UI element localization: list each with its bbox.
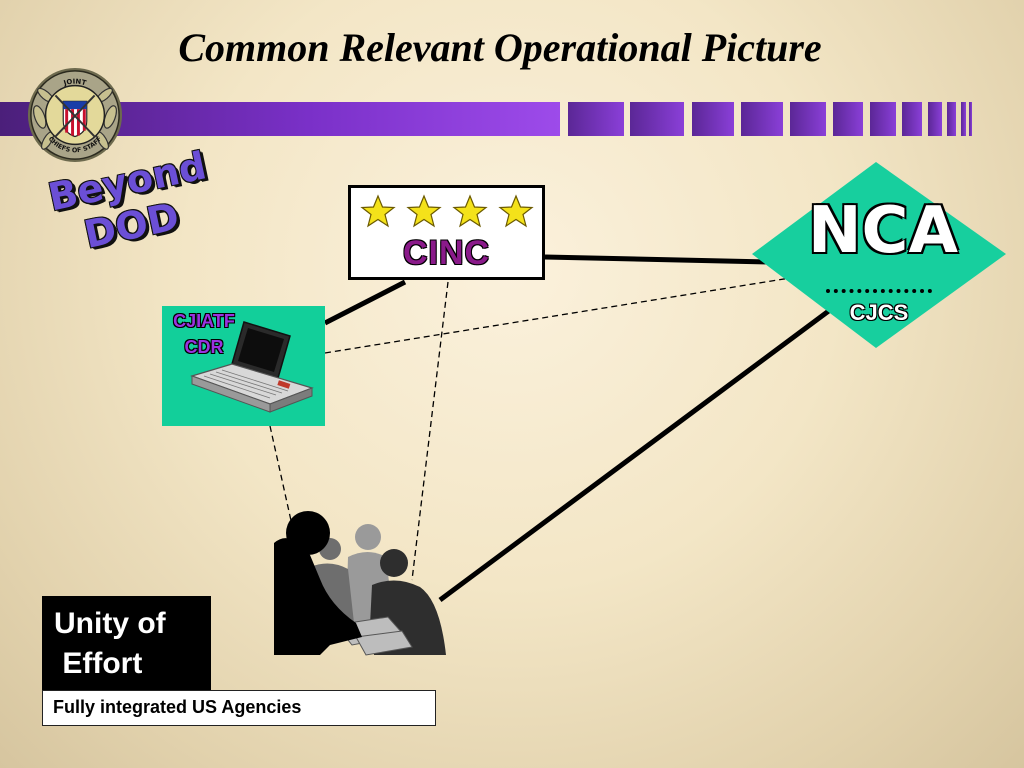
dashed-link-cjiatf-people: [269, 425, 293, 526]
unity-of-effort-box: Unity of Effort: [42, 596, 211, 690]
people-silhouette-icon: [274, 511, 446, 656]
link-nca-people: [438, 307, 832, 603]
header-band-block: [692, 102, 734, 136]
header-band-block: [870, 102, 896, 136]
laptop-icon: [190, 321, 314, 413]
header-band-block: [568, 102, 624, 136]
header-band-block: [833, 102, 863, 136]
header-band-block: [961, 102, 966, 136]
cjiatf-cdr-node: CJIATF CDR: [162, 306, 325, 426]
svg-text:JOINT: JOINT: [62, 78, 88, 88]
slide-title: Common Relevant Operational Picture: [178, 25, 822, 70]
nca-label: NCA: [807, 194, 959, 268]
nca-diamond-shape: [752, 162, 1006, 348]
cjiatf-label: CJIATF CDR: [173, 311, 235, 357]
nca-divider: [826, 289, 932, 293]
header-band-block: [902, 102, 922, 136]
link-cinc-cjiatf: [323, 279, 407, 326]
fully-integrated-caption: Fully integrated US Agencies: [42, 690, 436, 726]
dashed-link-cjiatf-nca: [324, 277, 791, 354]
cinc-node: CINC: [348, 185, 545, 280]
header-band-block: [928, 102, 942, 136]
header-band-block: [947, 102, 956, 136]
cinc-label: CINC: [402, 234, 491, 272]
dashed-link-cinc-people: [411, 281, 449, 581]
link-cinc-nca: [544, 254, 771, 265]
header-band-block: [630, 102, 684, 136]
cjcs-label: CJCS: [849, 300, 909, 325]
jcs-seal-icon: JOINT CHIEFS OF STAFF: [27, 67, 123, 163]
header-band-block: [741, 102, 783, 136]
header-band-block: [969, 102, 972, 136]
header-band-block: [790, 102, 826, 136]
four-stars-icon: [360, 194, 534, 228]
